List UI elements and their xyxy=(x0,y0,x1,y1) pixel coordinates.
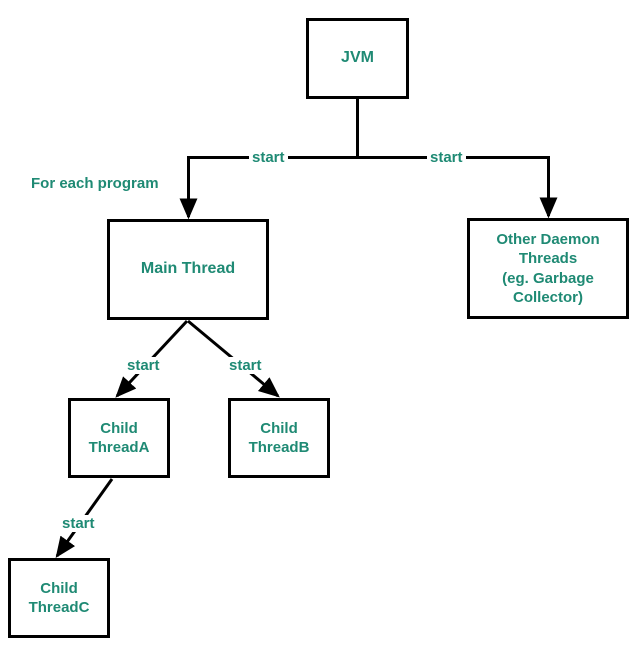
node-child-thread-b-label: Child ThreadB xyxy=(248,419,310,456)
node-jvm[interactable]: JVM xyxy=(306,18,409,99)
edge-label-start-jvm-daemon-threads: start xyxy=(427,149,466,166)
node-other-daemon-threads-label: Other Daemon Threads (eg. Garbage Collec… xyxy=(496,231,600,306)
node-child-thread-c-label: Child ThreadC xyxy=(28,579,90,616)
node-child-thread-a[interactable]: Child ThreadA xyxy=(68,398,170,478)
node-child-thread-b[interactable]: Child ThreadB xyxy=(228,398,330,478)
node-child-thread-a-label: Child ThreadA xyxy=(88,419,150,456)
node-jvm-label: JVM xyxy=(341,49,374,67)
node-child-thread-c[interactable]: Child ThreadC xyxy=(8,558,110,638)
edge-label-start-main-child-a: start xyxy=(124,357,163,374)
edge-label-start-main-child-b: start xyxy=(226,357,265,374)
node-main-thread-label: Main Thread xyxy=(140,260,236,278)
node-main-thread[interactable]: Main Thread xyxy=(107,219,269,320)
node-other-daemon-threads[interactable]: Other Daemon Threads (eg. Garbage Collec… xyxy=(467,218,629,319)
annotation-for-each-program: For each program xyxy=(31,175,159,192)
edge-label-start-child-a-child-c: start xyxy=(59,515,98,532)
edge-label-start-jvm-main-thread: start xyxy=(249,149,288,166)
